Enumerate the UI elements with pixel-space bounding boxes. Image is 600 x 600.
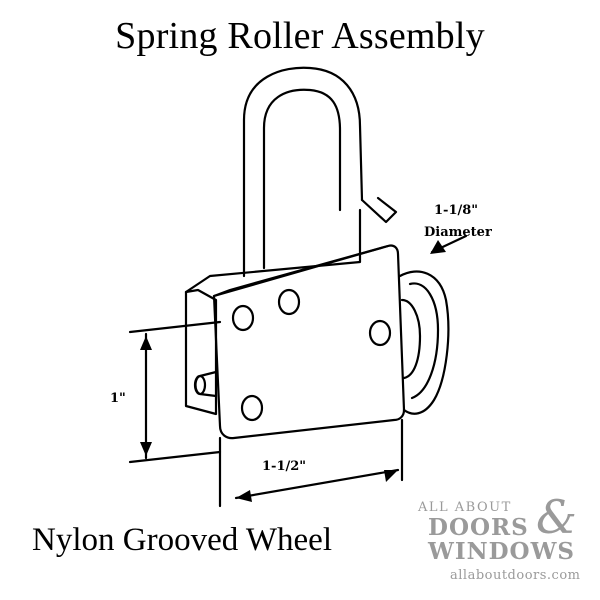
logo-ampersand: & bbox=[536, 490, 577, 544]
spring-clip-inner bbox=[262, 88, 342, 270]
plate-hole bbox=[368, 319, 392, 347]
width-dim-line bbox=[234, 468, 400, 500]
plate-hole bbox=[277, 288, 301, 316]
plate-hole bbox=[231, 304, 255, 332]
logo-line-1: ALL ABOUT bbox=[418, 500, 512, 515]
diameter-word-label: Diameter bbox=[424, 225, 492, 240]
nylon-wheel bbox=[398, 270, 450, 415]
width-label: 1-1/2" bbox=[262, 459, 306, 474]
spring-clip-tab bbox=[360, 196, 398, 224]
logo-line-2: DOORS bbox=[428, 514, 529, 541]
diameter-value-label: 1-1/8" bbox=[434, 203, 478, 218]
caption: Nylon Grooved Wheel bbox=[32, 522, 332, 558]
logo-url: allaboutdoors.com bbox=[450, 568, 581, 583]
spring-clip bbox=[242, 66, 364, 278]
plate-hole bbox=[240, 394, 264, 422]
height-label: 1" bbox=[110, 391, 126, 406]
front-plate bbox=[212, 244, 406, 440]
page-title: Spring Roller Assembly bbox=[115, 15, 485, 57]
logo-line-3: WINDOWS bbox=[428, 538, 576, 565]
